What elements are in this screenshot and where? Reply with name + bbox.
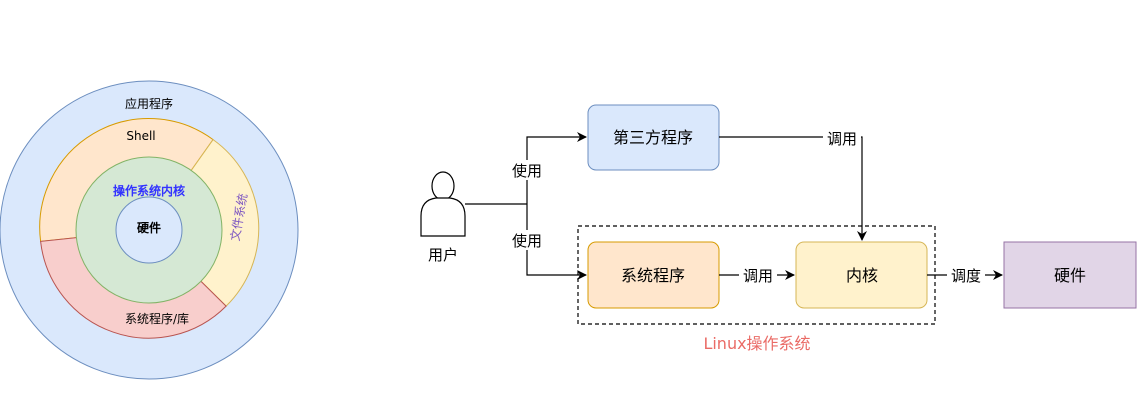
linux-os-label: Linux操作系统 (703, 334, 810, 353)
shell-layer-label: Shell (126, 129, 155, 143)
use-label-bottom: 使用 (512, 232, 542, 250)
hardware-label: 硬件 (1054, 266, 1086, 285)
call-arrow-top (719, 136, 867, 241)
kernel-layer-label: 操作系统内核 (113, 183, 185, 198)
schedule-label: 调度 (951, 267, 981, 285)
hardware-core (115, 196, 183, 264)
library-layer-label: 系统程序/库 (125, 311, 189, 326)
flow-diagram: 用户 使用 使用 第三方程序 调用 Linux操作系统 系统程序 调用 内核 调… (420, 104, 1137, 353)
system-program-label: 系统程序 (621, 266, 685, 285)
use-arrow-bottom (526, 204, 587, 280)
user-actor-icon (420, 171, 466, 237)
use-label-top: 使用 (512, 162, 542, 180)
third-party-label: 第三方程序 (613, 128, 693, 147)
call-label-mid: 调用 (743, 267, 773, 285)
use-arrow-top (526, 132, 587, 204)
call-label-top: 调用 (827, 130, 857, 148)
layer-diagram: 应用程序 Shell 文件系统 系统程序/库 操作系统内核 硬件 (0, 80, 299, 380)
hardware-box (1003, 241, 1137, 309)
kernel-label: 内核 (846, 266, 878, 285)
user-label: 用户 (428, 246, 458, 264)
application-layer-label: 应用程序 (125, 96, 173, 111)
hardware-core-label: 硬件 (137, 220, 161, 235)
